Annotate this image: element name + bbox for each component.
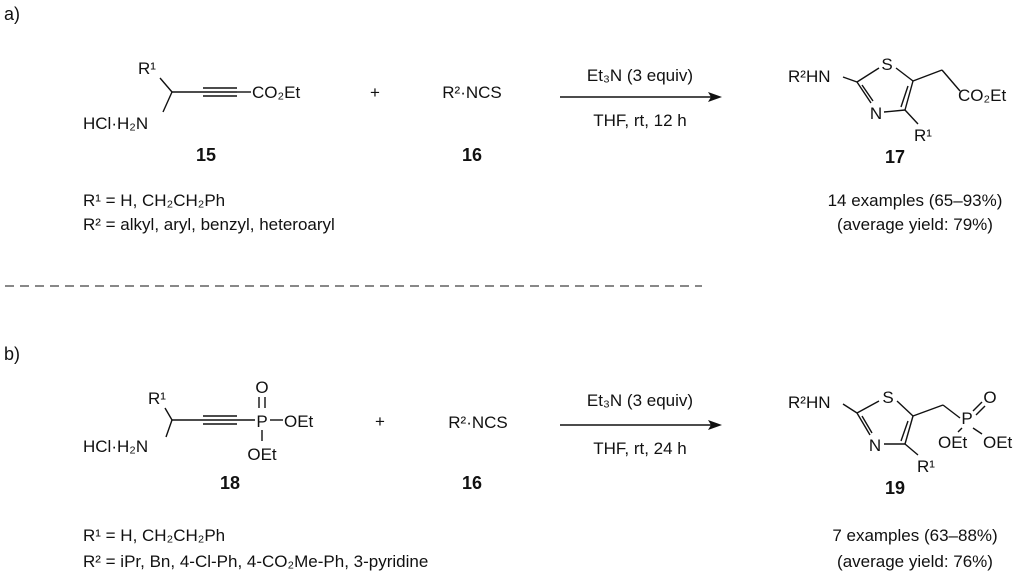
scheme-b-label: b) xyxy=(4,344,20,364)
phosphorus-label: P xyxy=(961,409,972,428)
reagent-label: Et₃N (3 equiv) xyxy=(587,66,693,85)
isothiocyanate-label: R²·NCS xyxy=(448,413,508,432)
ester-label: CO₂Et xyxy=(252,83,300,102)
r1-label: R¹ xyxy=(917,457,935,476)
nitrogen-label: N xyxy=(870,104,882,123)
compound-16: R²·NCS 16 xyxy=(442,83,502,165)
isothiocyanate-label: R²·NCS xyxy=(442,83,502,102)
oxygen-label: O xyxy=(983,388,996,407)
conditions-label: THF, rt, 24 h xyxy=(593,439,687,458)
r1-label: R¹ xyxy=(148,389,166,408)
compound-number: 16 xyxy=(462,145,482,165)
r1-label: R¹ xyxy=(914,126,932,145)
nitrogen-label: N xyxy=(869,436,881,455)
reagent-label: Et₃N (3 equiv) xyxy=(587,391,693,410)
average-yield: (average yield: 79%) xyxy=(837,215,993,234)
reaction-arrow: Et₃N (3 equiv) THF, rt, 24 h xyxy=(560,391,722,458)
compound-19: R²HN S N P O OEt OEt R¹ 19 xyxy=(788,388,1013,498)
phosphorus-label: P xyxy=(256,412,267,431)
examples-yield: 7 examples (63–88%) xyxy=(832,526,997,545)
scheme-a-label: a) xyxy=(4,4,20,24)
plus-sign: + xyxy=(375,412,385,431)
amine-label: R²HN xyxy=(788,393,831,412)
compound-number: 17 xyxy=(885,147,905,167)
r2-definition: R² = alkyl, aryl, benzyl, heteroaryl xyxy=(83,215,335,234)
compound-number: 16 xyxy=(462,473,482,493)
oxygen-label: O xyxy=(255,378,268,397)
amine-salt-label: HCl·H₂N xyxy=(83,437,148,456)
r1-label: R¹ xyxy=(138,59,156,78)
compound-16: R²·NCS 16 xyxy=(448,413,508,493)
average-yield: (average yield: 76%) xyxy=(837,552,993,571)
r1-definition: R¹ = H, CH₂CH₂Ph xyxy=(83,191,225,210)
ester-label: CO₂Et xyxy=(958,86,1006,105)
reaction-arrow: Et₃N (3 equiv) THF, rt, 12 h xyxy=(560,66,722,130)
scheme-b: b) R¹ HCl·H₂N P O OEt OEt 18 + R²·NCS 16 xyxy=(4,344,1013,571)
compound-number: 18 xyxy=(220,473,240,493)
compound-number: 19 xyxy=(885,478,905,498)
amine-salt-label: HCl·H₂N xyxy=(83,114,148,133)
conditions-label: THF, rt, 12 h xyxy=(593,111,687,130)
compound-17: R²HN S N CO₂Et R¹ 17 xyxy=(788,55,1006,167)
compound-15: R¹ HCl·H₂N CO₂Et 15 xyxy=(83,59,300,165)
ethoxy-label: OEt xyxy=(247,445,277,464)
scheme-a: a) R¹ HCl·H₂N CO₂Et 15 + R²·NCS 16 Et₃N … xyxy=(4,4,1006,234)
ethoxy-label: OEt xyxy=(284,412,314,431)
amine-label: R²HN xyxy=(788,67,831,86)
r1-definition: R¹ = H, CH₂CH₂Ph xyxy=(83,526,225,545)
ethoxy-label: OEt xyxy=(938,433,968,452)
sulfur-label: S xyxy=(882,388,893,407)
ethoxy-label: OEt xyxy=(983,433,1013,452)
compound-number: 15 xyxy=(196,145,216,165)
r2-definition: R² = iPr, Bn, 4-Cl-Ph, 4-CO₂Me-Ph, 3-pyr… xyxy=(83,552,428,571)
sulfur-label: S xyxy=(881,55,892,74)
compound-18: R¹ HCl·H₂N P O OEt OEt 18 xyxy=(83,378,314,493)
plus-sign: + xyxy=(370,83,380,102)
examples-yield: 14 examples (65–93%) xyxy=(828,191,1003,210)
